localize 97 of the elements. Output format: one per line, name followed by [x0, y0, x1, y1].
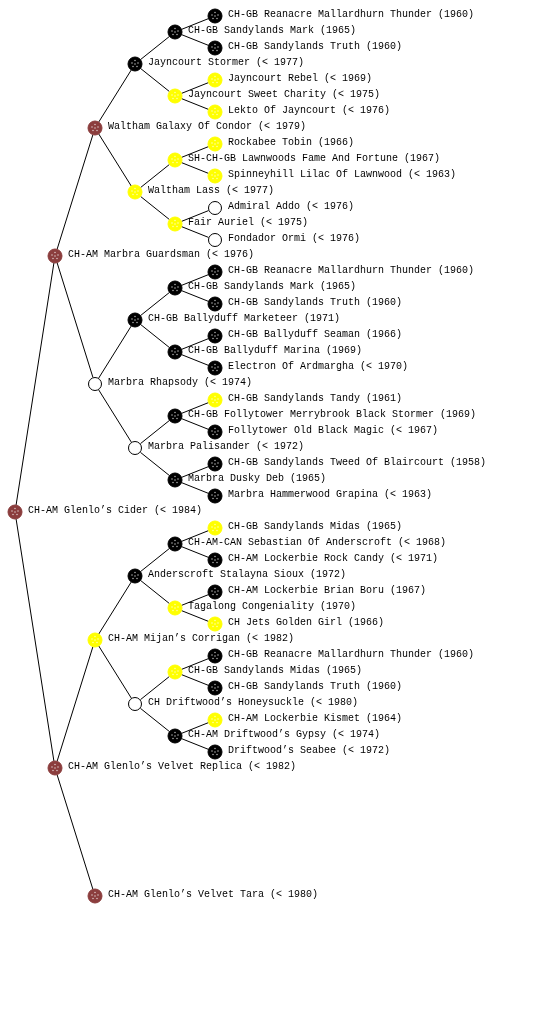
pedigree-line — [139, 35, 171, 61]
dog-name: CH-AM Glenlo’s Cider (< 1984) — [28, 505, 203, 518]
dog-name: Lekto Of Jayncourt (< 1976) — [228, 105, 391, 118]
pedigree-line — [181, 466, 209, 478]
pedigree-line — [139, 67, 171, 93]
dog-name: Spinneyhill Lilac Of Lawnwood (< 1963) — [228, 169, 457, 182]
pedigree-line — [181, 418, 209, 430]
dog-name: CH-GB Sandylands Tweed Of Blaircourt (1958) — [228, 457, 487, 470]
pedigree-line — [98, 581, 132, 635]
dog-name: Marbra Hammerwood Grapina (< 1963) — [228, 489, 433, 502]
dog-name: CH-AM Marbra Guardsman (< 1976) — [68, 249, 255, 262]
dog-name: Electron Of Ardmargha (< 1970) — [228, 361, 409, 374]
pedigree-line — [98, 389, 132, 443]
dog-name: CH-GB Sandylands Mark (1965) — [188, 25, 357, 38]
pedigree-line — [181, 546, 209, 558]
dog-name: Marbra Dusky Deb (1965) — [188, 473, 327, 486]
pedigree-line — [15, 262, 55, 506]
dog-name: CH Driftwood’s Honeysuckle (< 1980) — [148, 697, 359, 710]
dog-name: CH-GB Sandylands Mark (1965) — [188, 281, 357, 294]
dog-name: Waltham Galaxy Of Condor (< 1979) — [108, 121, 307, 134]
dog-name: Jayncourt Stormer (< 1977) — [148, 57, 305, 70]
pedigree-line — [139, 547, 171, 573]
pedigree-line — [181, 274, 209, 286]
dog-name: CH-AM-CAN Sebastian Of Anderscroft (< 1968) — [188, 537, 447, 550]
pedigree-line — [98, 133, 132, 187]
dog-name: CH-AM Driftwood’s Gypsy (< 1974) — [188, 729, 381, 742]
dog-name: Tagalong Congeniality (1970) — [188, 601, 357, 614]
dog-name: CH-GB Ballyduff Seaman (1966) — [228, 329, 403, 342]
dog-name: CH-AM Lockerbie Rock Candy (< 1971) — [228, 553, 439, 566]
pedigree-line — [181, 722, 209, 734]
pedigree-line — [15, 518, 55, 762]
pedigree-line — [181, 18, 209, 30]
pedigree-line — [181, 210, 209, 222]
pedigree-line — [181, 146, 209, 158]
pedigree-line — [139, 675, 171, 701]
pedigree-line — [181, 674, 209, 686]
pedigree-line — [181, 530, 209, 542]
pedigree-line — [56, 134, 94, 250]
pedigree-line — [181, 354, 209, 366]
dog-name: CH-GB Ballyduff Marina (1969) — [188, 345, 363, 358]
dog-name: Follytower Old Black Magic (< 1967) — [228, 425, 439, 438]
pedigree-line — [98, 325, 132, 379]
dog-name: CH-AM Glenlo’s Velvet Replica (< 1982) — [68, 761, 297, 774]
dog-name: Driftwood’s Seabee (< 1972) — [228, 745, 391, 758]
pedigree-line — [56, 774, 94, 890]
pedigree-line — [139, 163, 171, 189]
dog-name: CH-GB Reanacre Mallardhurn Thunder (1960) — [228, 265, 475, 278]
pedigree-line — [139, 323, 171, 349]
dog-name: Admiral Addo (< 1976) — [228, 201, 355, 214]
dog-name: Marbra Rhapsody (< 1974) — [108, 377, 253, 390]
dog-name: CH-GB Reanacre Mallardhurn Thunder (1960) — [228, 649, 475, 662]
dog-name: CH-GB Reanacre Mallardhurn Thunder (1960) — [228, 9, 475, 22]
dog-name: CH-GB Sandylands Truth (1960) — [228, 41, 403, 54]
pedigree-line — [181, 162, 209, 174]
dog-name: CH-AM Glenlo’s Velvet Tara (< 1980) — [108, 889, 319, 902]
dog-name: Anderscroft Stalayna Sioux (1972) — [148, 569, 347, 582]
dog-name: Fair Auriel (< 1975) — [188, 217, 309, 230]
dog-name: CH-GB Sandylands Midas (1965) — [188, 665, 363, 678]
pedigree-line — [56, 646, 94, 762]
dog-name: CH-AM Lockerbie Brian Boru (1967) — [228, 585, 427, 598]
pedigree-line — [181, 338, 209, 350]
dog-name: Fondador Ormi (< 1976) — [228, 233, 361, 246]
pedigree-line — [98, 645, 132, 699]
pedigree-line — [139, 419, 171, 445]
pedigree-line — [139, 195, 171, 221]
dog-name: Rockabee Tobin (1966) — [228, 137, 355, 150]
dog-name: CH-GB Sandylands Truth (1960) — [228, 297, 403, 310]
dog-name: CH-GB Sandylands Midas (1965) — [228, 521, 403, 534]
pedigree-line — [181, 610, 209, 622]
pedigree-line — [181, 658, 209, 670]
pedigree-line — [139, 579, 171, 605]
pedigree-line — [139, 451, 171, 477]
dog-name: CH-GB Sandylands Tandy (1961) — [228, 393, 403, 406]
pedigree-line — [181, 98, 209, 110]
dog-name: Marbra Palisander (< 1972) — [148, 441, 305, 454]
pedigree-line — [98, 69, 132, 123]
dog-name: CH-GB Ballyduff Marketeer (1971) — [148, 313, 341, 326]
dog-name: Jayncourt Rebel (< 1969) — [228, 73, 373, 86]
pedigree-line — [181, 482, 209, 494]
dog-name: CH Jets Golden Girl (1966) — [228, 617, 385, 630]
pedigree-line — [181, 34, 209, 46]
dog-name: CH-GB Follytower Merrybrook Black Stormer (1969) — [188, 409, 477, 422]
pedigree-line — [181, 738, 209, 750]
dog-name: Jayncourt Sweet Charity (< 1975) — [188, 89, 381, 102]
dog-name: Waltham Lass (< 1977) — [148, 185, 275, 198]
dog-name: CH-AM Lockerbie Kismet (1964) — [228, 713, 403, 726]
pedigree-line — [181, 402, 209, 414]
pedigree-line — [56, 262, 94, 378]
dog-name: CH-AM Mijan’s Corrigan (< 1982) — [108, 633, 295, 646]
pedigree-line — [181, 82, 209, 94]
pedigree-line — [181, 226, 209, 238]
dog-name: SH-CH-GB Lawnwoods Fame And Fortune (1967) — [188, 153, 441, 166]
pedigree-line — [181, 594, 209, 606]
dog-name: CH-GB Sandylands Truth (1960) — [228, 681, 403, 694]
pedigree-line — [139, 291, 171, 317]
pedigree-line — [139, 707, 171, 733]
pedigree-line — [181, 290, 209, 302]
